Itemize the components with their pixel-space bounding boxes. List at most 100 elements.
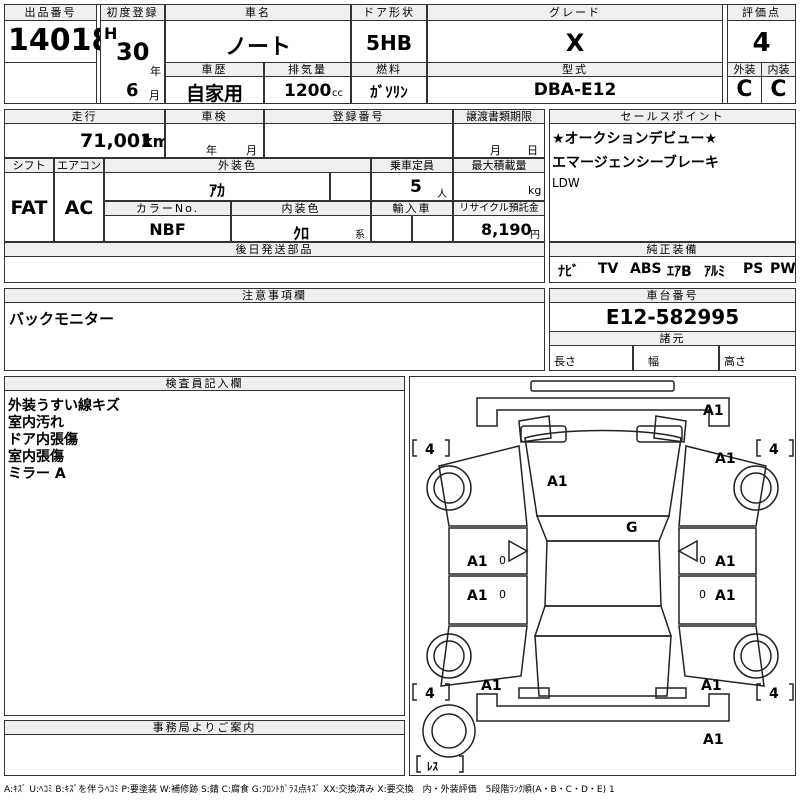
disp-unit: cc xyxy=(332,88,343,99)
tire-rr: 4 xyxy=(769,686,779,702)
import-box xyxy=(371,215,412,242)
genuine-alloy: ｱﾙﾐ xyxy=(704,264,725,280)
model-label: 型式 xyxy=(427,62,723,77)
mark-rear-fender-right: A1 xyxy=(701,678,722,694)
recycle-unit: 円 xyxy=(530,230,540,241)
fuel-label: 燃料 xyxy=(351,62,427,77)
color-value: ｱｶ xyxy=(208,181,225,200)
tire-fr: 4 xyxy=(769,442,779,458)
genuine-pw: PW xyxy=(770,261,796,277)
lot-blank xyxy=(4,62,97,104)
mark-rear-door-right: A1 xyxy=(715,588,736,604)
regno-box xyxy=(264,123,453,158)
genuine-label: 純正装備 xyxy=(549,242,796,257)
recycle-label: リサイクル預託金 xyxy=(453,201,545,216)
genuine-box xyxy=(549,256,796,283)
transfer-box xyxy=(453,123,545,158)
genuine-navi: ﾅﾋﾞ xyxy=(558,264,579,280)
inspector-line-3: ドア内張傷 xyxy=(8,432,78,448)
notes-value: バックモニター xyxy=(9,310,115,328)
door-type: 5HB xyxy=(366,31,412,55)
int-label: 内装 xyxy=(761,62,796,77)
score-box xyxy=(727,20,796,63)
ac-value: AC xyxy=(64,197,94,219)
color-box-2 xyxy=(330,172,371,201)
recycle-box xyxy=(453,215,545,242)
width-label: 幅 xyxy=(648,355,659,368)
height-label: 高さ xyxy=(724,355,746,368)
mark-hood: A1 xyxy=(547,474,568,490)
first-reg-box xyxy=(100,20,165,104)
insp-month-unit: 月 xyxy=(246,144,257,157)
seats-value: 5 xyxy=(410,177,422,197)
length-label: 長さ xyxy=(554,355,576,368)
notes-label: 注意事項欄 xyxy=(4,288,545,303)
office-label: 事務局よりご案内 xyxy=(4,720,405,735)
name-label: 車名 xyxy=(165,4,351,21)
ext-grade: C xyxy=(736,77,753,102)
car-name: ノート xyxy=(224,35,291,60)
mark-roof: G xyxy=(626,520,638,536)
colorno-box xyxy=(104,215,231,242)
color-label: 外装色 xyxy=(104,158,371,173)
history-box xyxy=(165,76,264,104)
sales-label: セールスポイント xyxy=(549,109,796,124)
sales-box xyxy=(549,123,796,242)
history-label: 車歴 xyxy=(165,62,264,77)
chassis-label: 車台番号 xyxy=(549,288,796,303)
mark-front-door-left: A1 xyxy=(467,554,488,570)
mark-rear-fender-left: A1 xyxy=(481,678,502,694)
genuine-airbag: ｴｱB xyxy=(667,264,692,280)
office-box xyxy=(4,734,405,776)
intcolor-label: 内装色 xyxy=(231,201,371,216)
mark-zero-a: 0 xyxy=(499,554,506,567)
intcolor-value: ｸﾛ xyxy=(292,224,309,243)
int-grade: C xyxy=(770,77,787,102)
ext-label: 外装 xyxy=(727,62,762,77)
ext-box xyxy=(727,76,762,104)
tire-fl: 4 xyxy=(425,442,435,458)
regno-label: 登録番号 xyxy=(264,109,453,124)
genuine-abs: ABS xyxy=(630,261,662,277)
mileage-value: 71,001 xyxy=(80,130,154,152)
transfer-label: 譲渡書類期限 xyxy=(453,109,545,124)
inspector-box xyxy=(4,390,405,716)
mark-front-door-right: A1 xyxy=(715,554,736,570)
color-box xyxy=(104,172,330,201)
import-box-2 xyxy=(412,215,453,242)
mark-zero-c: 0 xyxy=(499,588,506,601)
score-value: 4 xyxy=(752,28,771,58)
recycle-value: 8,190 xyxy=(481,220,532,239)
mark-front-bumper: A1 xyxy=(703,403,724,419)
mileage-box xyxy=(4,123,165,158)
grade-box xyxy=(427,20,723,63)
int-box xyxy=(761,76,796,104)
transfer-day-unit: 日 xyxy=(527,144,538,157)
fuel-value: ｶﾞｿﾘﾝ xyxy=(370,83,408,101)
sales-line-3: LDW xyxy=(552,176,580,190)
model-box xyxy=(427,76,723,104)
shift-label: シフト xyxy=(4,158,54,173)
intcolor-unit: 系 xyxy=(355,230,365,241)
width-box xyxy=(633,345,719,371)
lot-box xyxy=(4,20,97,63)
lot-number: 14018 xyxy=(8,23,113,58)
transfer-month-unit: 月 xyxy=(490,144,501,157)
shift-box xyxy=(4,172,54,242)
later-label: 後日発送部品 xyxy=(4,242,545,257)
later-box xyxy=(4,256,545,283)
inspector-line-2: 室内汚れ xyxy=(8,415,64,431)
insp-year-unit: 年 xyxy=(206,144,217,157)
grade-label: グレード xyxy=(427,4,723,21)
reg-year-unit: 年 xyxy=(150,65,161,78)
seats-label: 乗車定員 xyxy=(371,158,453,173)
notes-box xyxy=(4,302,545,371)
legend: A:ｷｽﾞ U:ﾍｺﾐ B:ｷｽﾞを伴うﾍｺﾐ P:要塗装 W:補修跡 S:錆 … xyxy=(4,785,615,795)
grade-value: X xyxy=(565,29,585,57)
chassis-value: E12-582995 xyxy=(605,305,740,329)
load-label: 最大積載量 xyxy=(453,158,545,173)
tire-rl: 4 xyxy=(425,686,435,702)
lot-label: 出品番号 xyxy=(4,4,97,21)
seats-box xyxy=(371,172,453,201)
genuine-ps: PS xyxy=(743,261,764,277)
